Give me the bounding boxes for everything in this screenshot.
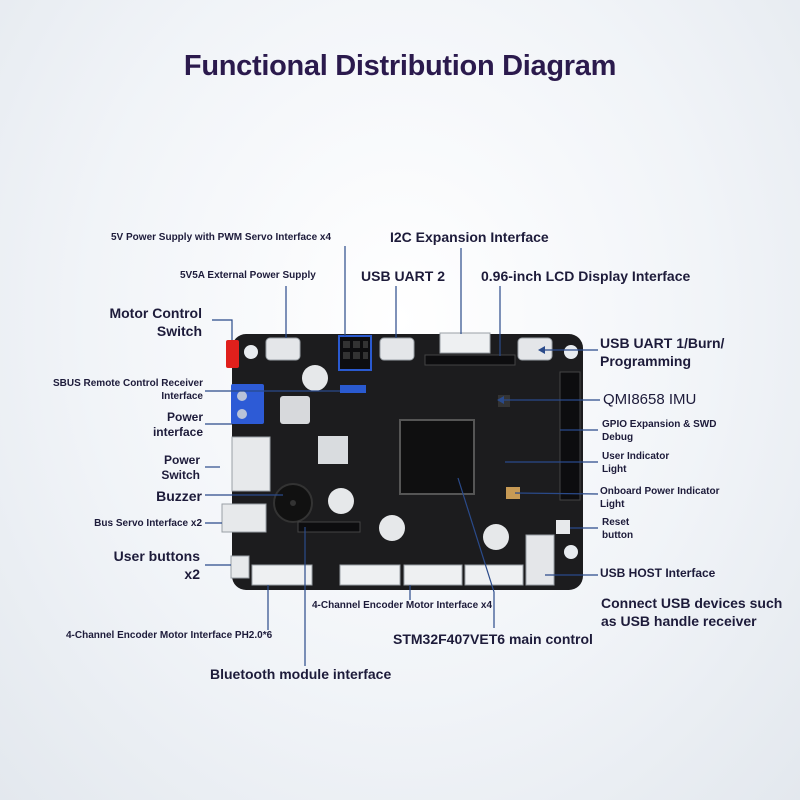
regulator — [318, 436, 348, 464]
label-encoder-ph: 4-Channel Encoder Motor Interface PH2.0*… — [66, 630, 273, 641]
label-gpio: GPIO Expansion & SWD Debug — [602, 419, 717, 443]
bus-servo-connector — [221, 503, 267, 533]
i2c-connector — [439, 332, 491, 354]
label-reset: Reset button — [602, 517, 634, 541]
mount-hole-top-left — [244, 345, 258, 359]
label-onboard-power-led: Onboard Power Indicator Light — [600, 486, 720, 510]
label-sbus: SBUS Remote Control Receiver Interface — [52, 378, 203, 402]
inductor — [280, 396, 310, 424]
bluetooth-header — [297, 521, 361, 533]
motor-control-switch — [226, 340, 239, 368]
gpio-header — [559, 371, 581, 501]
encoder-connector-2 — [339, 564, 401, 586]
diagram-title: Functional Distribution Diagram — [183, 50, 617, 82]
power-switch — [231, 436, 271, 492]
encoder-connector-3 — [403, 564, 463, 586]
label-imu: QMI8658 IMU — [603, 391, 697, 408]
label-stm32: STM32F407VET6 main control — [393, 631, 593, 647]
label-power-interface: Power interface — [152, 410, 203, 439]
imu-chip — [498, 395, 510, 407]
usb-uart2-port — [379, 337, 415, 361]
power-usb-port — [265, 337, 301, 361]
label-usb-uart2: USB UART 2 — [361, 268, 446, 284]
user-button — [230, 555, 250, 579]
usb-host-port — [525, 534, 555, 586]
label-user-buttons: User buttons x2 — [113, 548, 200, 582]
label-i2c: I2C Expansion Interface — [390, 229, 549, 245]
label-ext-power: 5V5A External Power Supply — [180, 270, 316, 281]
capacitor — [302, 365, 328, 391]
sbus-header — [340, 385, 366, 393]
label-motor-switch: Motor Control Switch — [109, 305, 202, 339]
label-encoder-x4: 4-Channel Encoder Motor Interface x4 — [312, 600, 493, 611]
encoder-connector-4 — [464, 564, 524, 586]
label-usb-uart1: USB UART 1/Burn/ Programming — [600, 335, 725, 369]
label-pwm-servo: 5V Power Supply with PWM Servo Interface… — [111, 232, 332, 243]
power-led — [506, 487, 520, 499]
reset-button — [556, 520, 570, 534]
mount-hole-bottom-right — [564, 545, 578, 559]
lcd-header — [424, 354, 516, 366]
label-buzzer: Buzzer — [156, 488, 202, 504]
stm32-chip — [399, 419, 475, 495]
usb-uart1-port — [517, 337, 553, 361]
label-power-switch: Power Switch — [161, 453, 200, 482]
encoder-connector-1 — [251, 564, 313, 586]
label-user-led: User Indicator Light — [602, 451, 670, 475]
label-usb-host: USB HOST Interface — [600, 566, 716, 580]
label-lcd: 0.96-inch LCD Display Interface — [481, 268, 691, 284]
label-bus-servo: Bus Servo Interface x2 — [94, 518, 202, 529]
power-terminal-block — [231, 384, 264, 424]
label-bluetooth: Bluetooth module interface — [210, 666, 392, 682]
mount-hole-top-right — [564, 345, 578, 359]
label-connect-usb: Connect USB devices such as USB handle r… — [601, 595, 783, 629]
